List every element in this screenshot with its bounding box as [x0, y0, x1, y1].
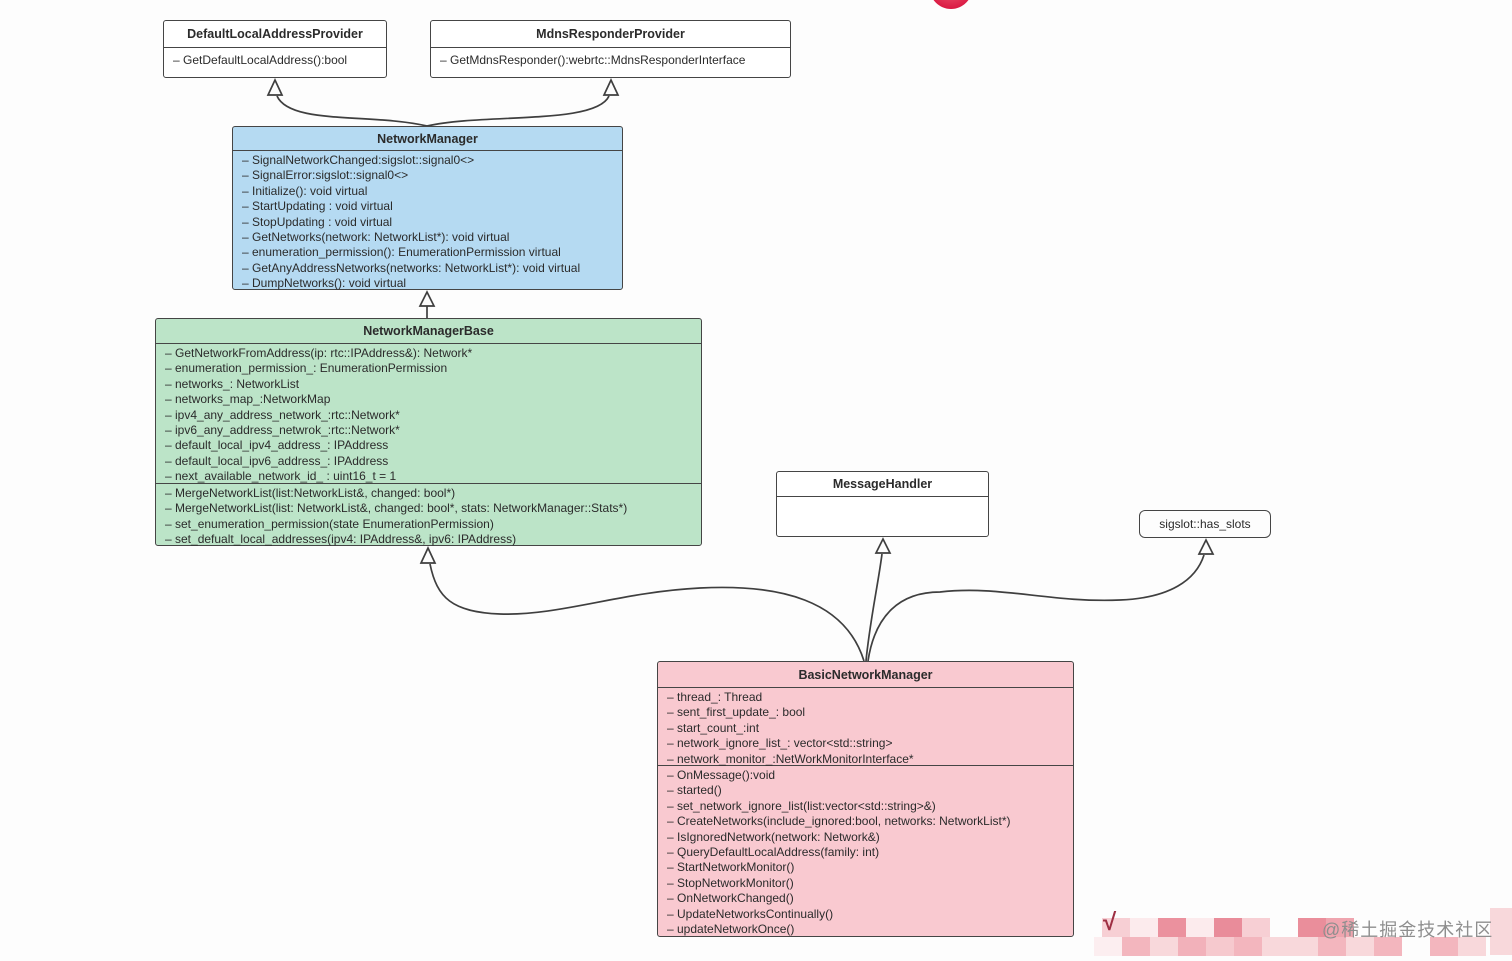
class-title: DefaultLocalAddressProvider [164, 21, 386, 48]
mosaic-block [1158, 918, 1186, 937]
class-members: – GetDefaultLocalAddress():bool [164, 48, 386, 75]
member-row: – thread_: Thread [667, 690, 763, 704]
mosaic-block [1490, 908, 1512, 955]
mosaic-block [1242, 918, 1270, 937]
mosaic-block [1094, 937, 1122, 956]
member-row: – StopNetworkMonitor() [667, 875, 794, 890]
class-mdns-responder-provider: MdnsResponderProvider – GetMdnsResponder… [430, 20, 791, 78]
class-sigslot-has-slots: sigslot::has_slots [1139, 510, 1271, 538]
class-title: BasicNetworkManager [658, 662, 1073, 688]
class-members: – SignalNetworkChanged:sigslot::signal0<… [233, 151, 622, 293]
mosaic-block [1234, 937, 1262, 956]
member-row: – started() [667, 783, 722, 798]
edge-bnm-messagehandler [865, 553, 883, 662]
red-logo-fragment [929, 0, 973, 9]
mosaic-block [1290, 937, 1318, 956]
triangle-nmb [419, 545, 437, 564]
member-row: – enumeration_permission_: EnumerationPe… [165, 361, 448, 376]
mosaic-block [1206, 937, 1234, 956]
edge-networkmanager-mrp [426, 95, 610, 127]
member-row: – OnMessage():void [667, 768, 776, 782]
mosaic-block [1130, 918, 1158, 937]
member-row: – MergeNetworkList(list: NetworkList&, c… [165, 501, 628, 516]
member-row: – set_enumeration_permission(state Enume… [165, 516, 494, 531]
mosaic-block [1102, 918, 1130, 937]
class-title: MdnsResponderProvider [431, 21, 790, 48]
member-row: – enumeration_permission(): EnumerationP… [242, 245, 561, 260]
mosaic-block [1430, 937, 1458, 956]
checkmark-glyph: √ [1103, 909, 1117, 936]
member-row: – StartUpdating : void virtual [242, 199, 393, 214]
member-row: – GetMdnsResponder():webrtc::MdnsRespond… [440, 53, 746, 68]
member-row: – UpdateNetworksContinually() [667, 906, 834, 921]
member-row: – default_local_ipv6_address_: IPAddress [165, 453, 389, 468]
member-row: – DumpNetworks(): void virtual [242, 276, 407, 291]
member-row: – updateNetworkOnce() [667, 922, 795, 937]
member-row: – GetNetworkFromAddress(ip: rtc::IPAddre… [165, 346, 473, 360]
mosaic-block [1262, 937, 1290, 956]
mosaic-block [1186, 918, 1214, 937]
member-row: – CreateNetworks(include_ignored:bool, n… [667, 814, 1011, 829]
class-network-manager-base: NetworkManagerBase – GetNetworkFromAddre… [155, 318, 702, 546]
mosaic-block [1150, 937, 1178, 956]
member-row: – GetNetworks(network: NetworkList*): vo… [242, 230, 510, 245]
member-row: – GetDefaultLocalAddress():bool [173, 53, 348, 68]
member-row: – network_ignore_list_: vector<std::stri… [667, 736, 893, 751]
class-members: – GetMdnsResponder():webrtc::MdnsRespond… [431, 48, 790, 75]
class-basic-network-manager: BasicNetworkManager – thread_: Thread– s… [657, 661, 1074, 937]
mosaic-block [1318, 937, 1346, 956]
mosaic-block [1122, 937, 1150, 956]
member-row: – next_available_network_id_ : uint16_t … [165, 469, 397, 484]
mosaic-block [1298, 918, 1326, 937]
class-title: sigslot::has_slots [1159, 517, 1251, 531]
member-row: – start_count_:int [667, 720, 760, 735]
member-row: – GetAnyAddressNetworks(networks: Networ… [242, 260, 581, 275]
member-row: – networks_: NetworkList [165, 376, 300, 391]
triangle-mrp [602, 77, 620, 96]
mosaic-block [1326, 918, 1354, 937]
member-row: – IsIgnoredNetwork(network: Network&) [667, 829, 880, 844]
class-network-manager: NetworkManager – SignalNetworkChanged:si… [232, 126, 623, 290]
watermark-text: @稀土掘金技术社区 [1322, 920, 1494, 940]
member-row: – MergeNetworkList(list:NetworkList&, ch… [165, 486, 456, 500]
triangle-dlap [266, 77, 284, 96]
member-row: – networks_map_:NetworkMap [165, 392, 331, 407]
member-row: – set_network_ignore_list(list:vector<st… [667, 798, 936, 813]
class-title: NetworkManagerBase [156, 319, 701, 344]
member-row: – sent_first_update_: bool [667, 705, 806, 720]
class-attributes: – thread_: Thread– sent_first_update_: b… [658, 688, 1073, 766]
class-members-empty [777, 497, 988, 500]
member-row: – StopUpdating : void virtual [242, 214, 393, 229]
edge-bnm-nmb [429, 563, 865, 662]
triangle-messagehandler [874, 537, 892, 554]
mosaic-block [1346, 937, 1374, 956]
edge-networkmanager-dlap [276, 95, 428, 127]
class-default-local-address-provider: DefaultLocalAddressProvider – GetDefault… [163, 20, 387, 78]
member-row: – SignalError:sigslot::signal0<> [242, 168, 409, 183]
member-row: – StartNetworkMonitor() [667, 860, 795, 875]
class-methods: – MergeNetworkList(list:NetworkList&, ch… [156, 483, 701, 549]
member-row: – network_monitor_:NetWorkMonitorInterfa… [667, 751, 914, 766]
member-row: – SignalNetworkChanged:sigslot::signal0<… [242, 153, 475, 167]
class-methods: – OnMessage():void– started()– set_netwo… [658, 765, 1073, 938]
mosaic-block [1214, 918, 1242, 937]
member-row: – Initialize(): void virtual [242, 183, 368, 198]
triangle-sigslot [1197, 538, 1215, 555]
member-row: – ipv4_any_address_network_:rtc::Network… [165, 407, 400, 422]
triangle-networkmanager [418, 290, 436, 307]
mosaic-block [1458, 937, 1486, 956]
class-message-handler: MessageHandler [776, 471, 989, 537]
member-row: – set_defualt_local_addresses(ipv4: IPAd… [165, 532, 517, 547]
class-title: MessageHandler [777, 472, 988, 497]
member-row: – QueryDefaultLocalAddress(family: int) [667, 845, 880, 860]
mosaic-block [1374, 937, 1402, 956]
class-attributes: – GetNetworkFromAddress(ip: rtc::IPAddre… [156, 344, 701, 483]
mosaic-block [1178, 937, 1206, 956]
member-row: – ipv6_any_address_netwrok_:rtc::Network… [165, 423, 400, 438]
class-title: NetworkManager [233, 127, 622, 151]
edge-bnm-sigslot [867, 554, 1205, 662]
member-row: – default_local_ipv4_address_: IPAddress [165, 438, 389, 453]
member-row: – OnNetworkChanged() [667, 891, 794, 906]
